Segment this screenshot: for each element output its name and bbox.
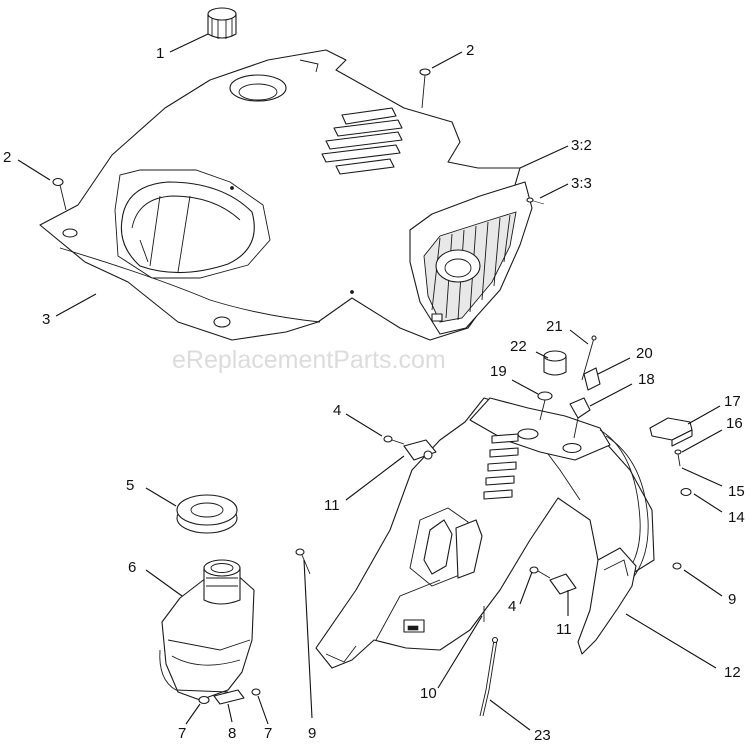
grille-tab — [431, 313, 443, 322]
fuel-cap — [207, 7, 237, 39]
callout-10: 10 — [420, 685, 437, 702]
callout-15: 15 — [728, 483, 745, 500]
callout-22: 22 — [510, 338, 527, 355]
callout-6: 6 — [128, 559, 136, 576]
leader-lines — [17, 33, 723, 731]
callout-11-lower: 11 — [556, 621, 572, 638]
bolt-9-right — [672, 562, 682, 570]
upper-shroud — [39, 49, 521, 341]
callout-3-3: 3:3 — [571, 175, 592, 192]
grommet — [176, 494, 238, 534]
switch-bracket-11-upper — [403, 439, 437, 461]
callout-8: 8 — [228, 725, 236, 742]
chute-guard — [577, 547, 637, 655]
screw-3-3 — [526, 197, 545, 205]
callout-7-left: 7 — [178, 725, 186, 742]
callout-14: 14 — [728, 509, 745, 526]
clamp-7-right — [251, 688, 261, 696]
callout-7-right: 7 — [264, 725, 272, 742]
callout-16: 16 — [726, 415, 743, 432]
callout-4-lower: 4 — [508, 598, 516, 615]
screw-2-top — [419, 68, 431, 109]
screw-2-left — [52, 177, 67, 211]
callout-20: 20 — [636, 345, 653, 362]
callout-12: 12 — [724, 664, 741, 681]
bracket-17 — [649, 417, 693, 447]
knob-22 — [543, 350, 567, 376]
clamp-7-left — [198, 695, 210, 705]
callout-3: 3 — [42, 311, 50, 328]
cable-23 — [479, 636, 499, 717]
callout-9-left: 9 — [308, 725, 316, 742]
bolt-4-lower — [529, 566, 551, 579]
watermark-text: eReplacementParts.com — [172, 346, 446, 374]
fuel-line-8 — [213, 689, 245, 705]
key-20 — [583, 367, 601, 391]
callout-2-left: 2 — [3, 149, 11, 166]
bolt-9-left — [295, 548, 311, 575]
callout-3-2: 3:2 — [571, 137, 592, 154]
callout-11-upper: 11 — [324, 497, 340, 514]
grille-panel — [409, 181, 533, 335]
callout-5: 5 — [126, 477, 134, 494]
callout-19: 19 — [490, 363, 507, 380]
rod-21 — [581, 335, 597, 381]
callout-4-upper: 4 — [333, 402, 341, 419]
dash-panel — [315, 397, 655, 669]
callout-23: 23 — [534, 727, 551, 744]
screw-16 — [674, 449, 682, 467]
washer-19 — [537, 391, 553, 421]
callout-21: 21 — [546, 318, 563, 335]
callout-2-top: 2 — [466, 42, 474, 59]
nut-14 — [680, 487, 692, 497]
bolt-4-upper — [383, 435, 405, 445]
callout-9-right: 9 — [728, 591, 736, 608]
switch-bracket-11-lower — [549, 573, 577, 595]
callout-1: 1 — [156, 45, 164, 62]
callout-18: 18 — [638, 371, 655, 388]
callout-labels: 1 2 2 3 3:2 3:3 4 4 5 6 7 7 8 9 9 10 11 … — [3, 42, 745, 744]
fuel-tank — [159, 559, 255, 701]
callout-17: 17 — [724, 393, 741, 410]
key-switch-18 — [569, 397, 591, 439]
